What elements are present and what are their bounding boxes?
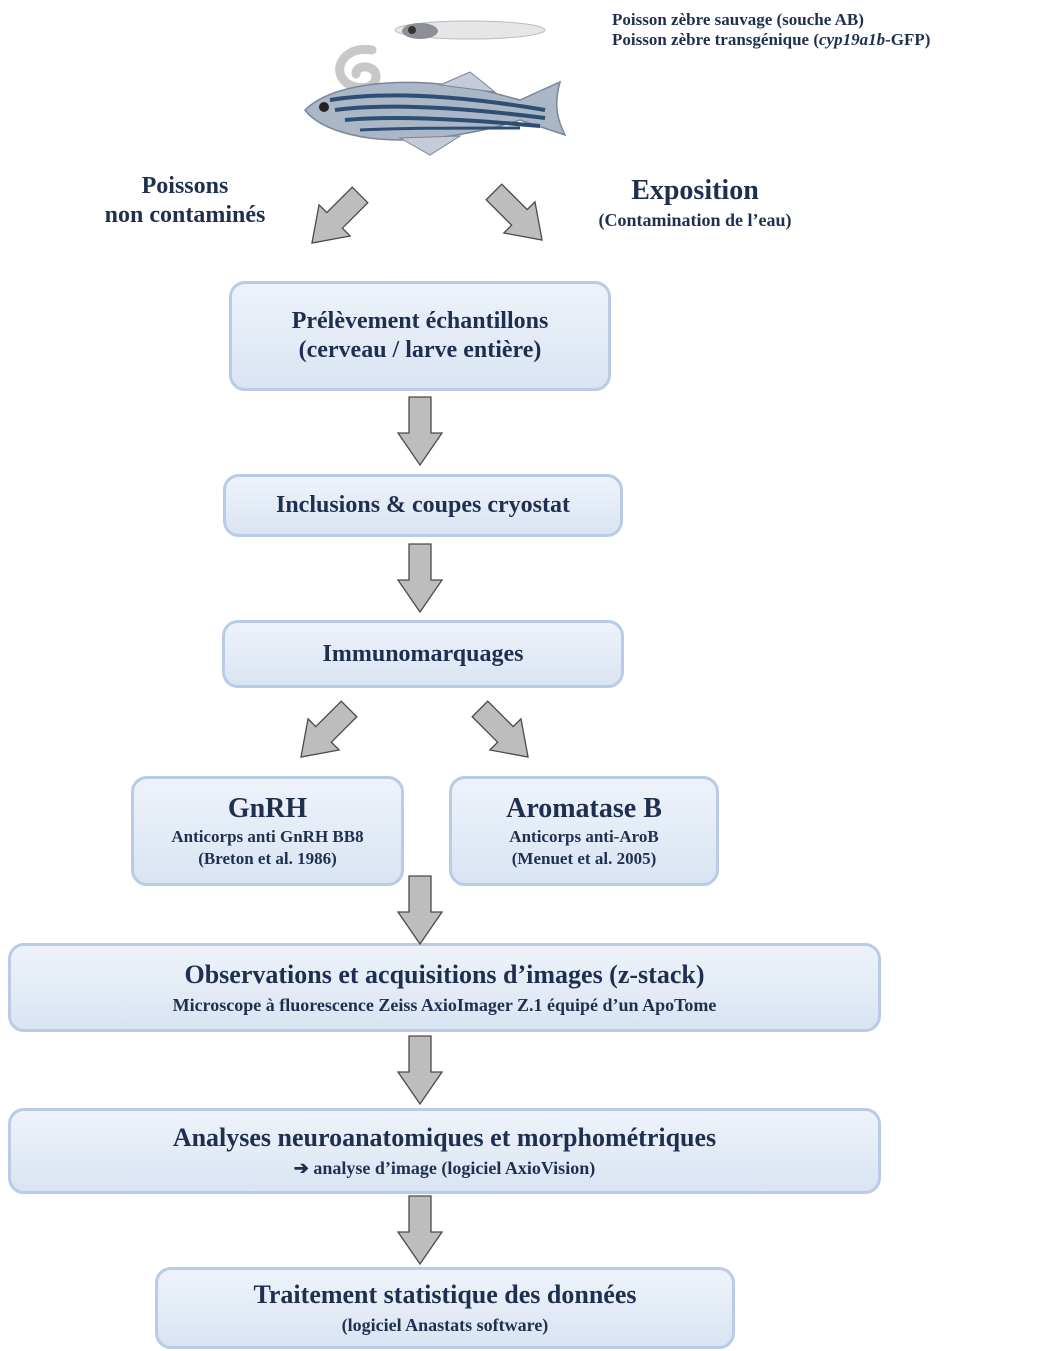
inclusion-box: Inclusions & coupes cryostat [223,474,623,537]
sampling-subtitle: (cerveau / larve entière) [298,337,542,363]
sampling-box: Prélèvement échantillons (cerveau / larv… [229,281,611,391]
sampling-title: Prélèvement échantillons [291,308,549,335]
aromatase-reference: (Menuet et al. 2005) [511,849,657,868]
exposure-subtitle: (Contamination de l’eau) [598,210,792,230]
analysis-title: Analyses neuroanatomiques et morphométri… [172,1123,717,1152]
observation-subtitle: Microscope à fluorescence Zeiss AxioImag… [172,994,717,1015]
transgene-name: cyp19a1b [819,30,886,50]
aromatase-title: Aromatase B [506,793,662,824]
larva-image [394,20,546,40]
down-arrow-4 [397,1035,443,1105]
immunostaining-title: Immunomarquages [322,640,524,667]
adult-fish-image [304,71,567,156]
down-arrow-5 [397,1195,443,1265]
uncontaminated-label: Poissons non contaminés [70,172,300,230]
analysis-subtitle-text: analyse d’image (logiciel AxioVision) [313,1158,596,1178]
gnrh-title: GnRH [227,793,308,824]
gnrh-reference: (Breton et al. 1986) [198,849,337,868]
aromatase-box: Aromatase B Anticorps anti-AroB (Menuet … [449,776,719,886]
wild-strain-label: Poisson zèbre sauvage (souche AB) [612,10,864,29]
diagonal-arrow-aromatase [463,692,545,774]
uncontaminated-line2: non contaminés [104,201,266,228]
right-arrow-icon: ➔ [293,1158,309,1178]
statistics-subtitle: (logiciel Anastats software) [341,1315,549,1335]
statistics-box: Traitement statistique des données (logi… [155,1267,735,1349]
statistics-title: Traitement statistique des données [253,1280,637,1309]
transgenic-strain-label: Poisson zèbre transgénique (cyp19a1b-GFP… [612,30,930,50]
diagonal-arrow-exposure [477,175,559,257]
immunostaining-box: Immunomarquages [222,620,624,688]
exposure-title: Exposition [631,175,759,206]
uncontaminated-line1: Poissons [141,173,229,199]
inclusion-title: Inclusions & coupes cryostat [275,492,570,519]
observation-box: Observations et acquisitions d’images (z… [8,943,881,1032]
down-arrow-3 [397,875,443,945]
down-arrow-2 [397,543,443,613]
transgenic-prefix: Poisson zèbre transgénique ( [612,30,819,50]
strain-legend: Poisson zèbre sauvage (souche AB) Poisso… [612,10,930,51]
transgenic-suffix: -GFP) [885,30,931,50]
analysis-box: Analyses neuroanatomiques et morphométri… [8,1108,881,1194]
observation-title: Observations et acquisitions d’images (z… [184,959,705,989]
exposure-label: Exposition (Contamination de l’eau) [560,174,830,232]
gnrh-box: GnRH Anticorps anti GnRH BB8 (Breton et … [131,776,404,886]
diagonal-arrow-uncontaminated [295,178,377,260]
analysis-subtitle: ➔ analyse d’image (logiciel AxioVision) [294,1155,595,1181]
down-arrow-1 [397,396,443,466]
diagonal-arrow-gnrh [284,692,366,774]
zebrafish-illustration [304,20,567,156]
aromatase-antibody: Anticorps anti-AroB [509,827,659,846]
gnrh-antibody: Anticorps anti GnRH BB8 [171,827,364,846]
